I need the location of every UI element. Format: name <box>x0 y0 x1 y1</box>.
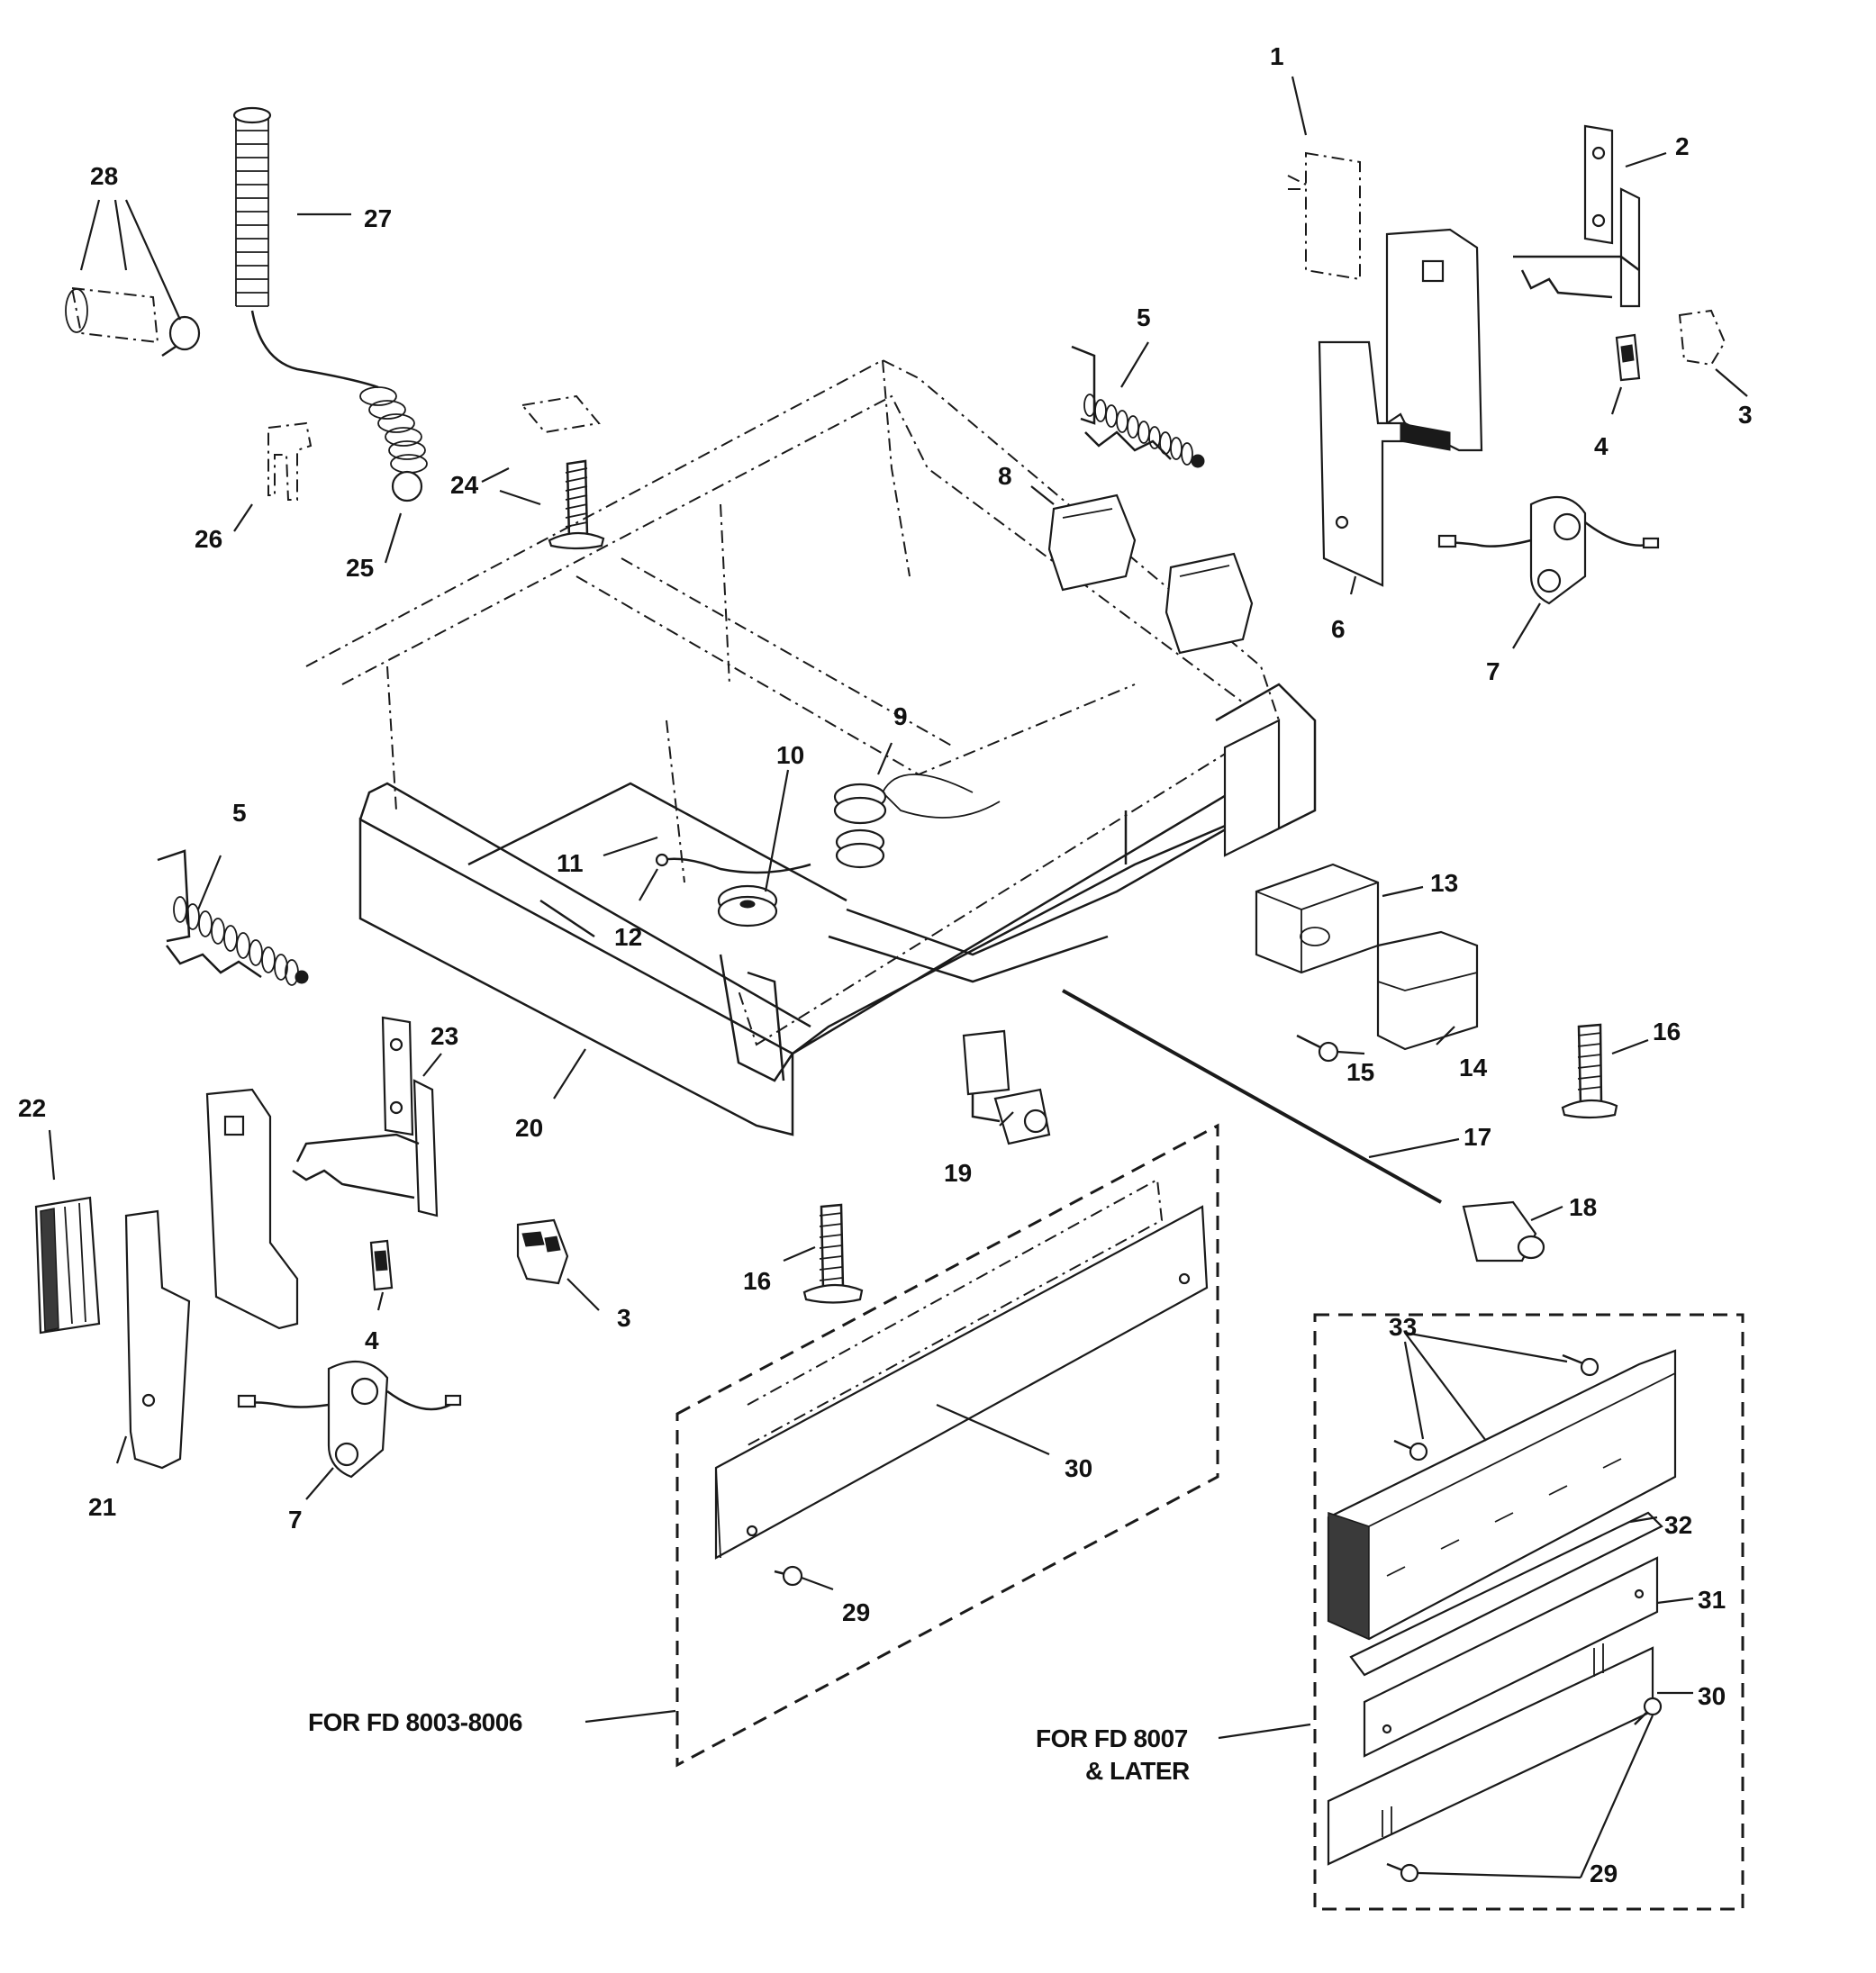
callout-7-top: 7 <box>1486 657 1500 685</box>
callout-4-left: 4 <box>365 1326 379 1354</box>
spring-5-top <box>1071 345 1205 468</box>
note-and-later: & LATER <box>1085 1757 1190 1785</box>
rod-17 <box>1062 989 1442 1204</box>
callout-30-left: 30 <box>1065 1454 1092 1482</box>
clip-26 <box>267 421 313 501</box>
callout-3-left: 3 <box>617 1304 631 1332</box>
callout-3-top: 3 <box>1738 401 1753 429</box>
pump-mounts-9 <box>833 783 887 869</box>
callout-25: 25 <box>346 554 374 582</box>
kit-notes: FOR FD 8003-8006 FOR FD 8007 & LATER <box>308 1708 1191 1785</box>
cover-14 <box>1376 930 1479 1051</box>
callout-16-center: 16 <box>743 1267 771 1295</box>
hinge-bracket-23 <box>292 1016 439 1217</box>
leveling-leg-16-center <box>802 1203 864 1304</box>
callout-9: 9 <box>893 702 908 730</box>
callout-12: 12 <box>614 923 642 951</box>
panel-22 <box>34 1196 101 1335</box>
tub-frame <box>305 358 1317 1136</box>
callout-21: 21 <box>88 1493 116 1521</box>
box-13 <box>1255 863 1380 974</box>
callout-4-top: 4 <box>1594 432 1609 460</box>
bracket-21 <box>124 1088 299 1470</box>
note-fd-8003-8006: FOR FD 8003-8006 <box>308 1708 522 1736</box>
callout-5-left: 5 <box>232 799 247 827</box>
callout-5-top: 5 <box>1137 303 1151 331</box>
hose-fitting-28 <box>65 286 201 357</box>
clamp-25 <box>391 470 423 502</box>
hinge-bracket-2 <box>1513 124 1641 308</box>
callout-32: 32 <box>1664 1511 1692 1539</box>
callout-2: 2 <box>1675 132 1690 160</box>
kit-box-8007-later <box>1313 1313 1745 1911</box>
terminal-blocks-8 <box>1047 493 1254 655</box>
callout-27: 27 <box>364 204 392 232</box>
callout-10: 10 <box>776 741 804 769</box>
callout-labels: 1 2 3 4 5 6 7 8 9 10 11 12 13 14 15 16 1… <box>18 42 1753 1887</box>
callout-24: 24 <box>450 471 479 499</box>
callout-13: 13 <box>1430 869 1458 897</box>
callout-11: 11 <box>557 849 584 877</box>
callout-8: 8 <box>998 462 1012 490</box>
callout-20: 20 <box>515 1114 543 1142</box>
callout-31: 31 <box>1698 1586 1726 1614</box>
callout-29-right: 29 <box>1590 1860 1618 1887</box>
callout-15: 15 <box>1346 1058 1374 1086</box>
timer-motor-7-top <box>1437 495 1660 605</box>
kit-box-8003-8006 <box>675 1123 1219 1768</box>
callout-29-left: 29 <box>842 1598 870 1626</box>
spring-5-left <box>157 849 309 986</box>
callout-26: 26 <box>195 525 222 553</box>
bracket-1 <box>1287 151 1361 281</box>
callout-18: 18 <box>1569 1193 1597 1221</box>
callout-22: 22 <box>18 1094 46 1122</box>
clip-3-left <box>516 1218 569 1285</box>
callout-1: 1 <box>1270 42 1284 70</box>
clip-4-top <box>1615 333 1641 382</box>
clip-3-top <box>1678 309 1726 367</box>
callout-14: 14 <box>1459 1054 1488 1082</box>
valve-19 <box>962 1029 1051 1145</box>
callout-28: 28 <box>90 162 118 190</box>
bracket-6 <box>1318 228 1483 587</box>
callout-30-right: 30 <box>1698 1682 1726 1710</box>
callout-19: 19 <box>944 1159 972 1187</box>
callout-23: 23 <box>430 1022 458 1050</box>
clip-4-left <box>369 1239 394 1291</box>
pulley-10 <box>717 884 778 928</box>
drain-hose-27 <box>232 106 428 474</box>
callout-17: 17 <box>1464 1123 1491 1151</box>
timer-motor-7-left <box>237 1360 462 1479</box>
screw-15 <box>1296 1034 1339 1063</box>
leveling-leg-24 <box>521 394 605 550</box>
note-fd-8007: FOR FD 8007 <box>1036 1724 1188 1752</box>
callout-16-right: 16 <box>1653 1018 1681 1045</box>
callout-33: 33 <box>1389 1313 1417 1341</box>
callout-6: 6 <box>1331 615 1346 643</box>
knob-18 <box>1462 1200 1545 1263</box>
callout-7-left: 7 <box>288 1506 303 1534</box>
leader-lines <box>48 76 1748 1879</box>
wire-clip-12 <box>655 853 811 874</box>
leveling-leg-16-right <box>1561 1023 1618 1119</box>
